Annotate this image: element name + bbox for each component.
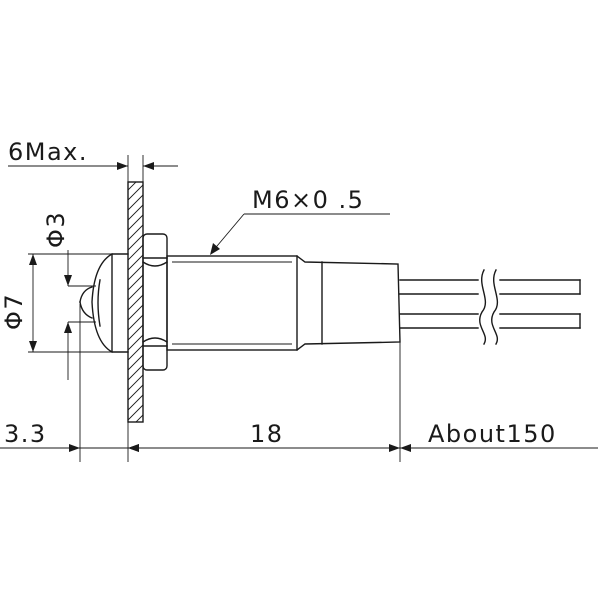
label-body-length: 18 xyxy=(250,420,284,448)
mounting-panel xyxy=(127,181,144,423)
lead-wires xyxy=(399,279,581,329)
label-panel-thickness: 6Max. xyxy=(8,138,88,166)
label-lead-length: About150 xyxy=(428,420,557,448)
lens-dome xyxy=(79,286,93,319)
label-front-length: 3.3 xyxy=(4,420,47,448)
hex-nut xyxy=(142,233,168,371)
label-outer-diameter: Φ7 xyxy=(0,293,28,330)
label-inner-diameter: Φ3 xyxy=(42,211,70,248)
wire-break-symbol xyxy=(479,269,499,345)
dimension-lead-length xyxy=(400,444,598,452)
lamp-bezel xyxy=(91,253,129,353)
threaded-body xyxy=(166,255,298,351)
dimension-thread-leader xyxy=(210,213,390,255)
dimension-inner-diameter xyxy=(64,250,96,380)
dimension-body-length xyxy=(128,444,400,452)
panel-hatching xyxy=(128,182,143,422)
rear-housing xyxy=(296,255,401,351)
label-thread-spec: M6×0 .5 xyxy=(252,186,364,214)
dimension-panel-thickness xyxy=(8,155,178,182)
dimension-outer-diameter xyxy=(28,253,112,353)
dimension-extension-lines xyxy=(79,304,401,462)
